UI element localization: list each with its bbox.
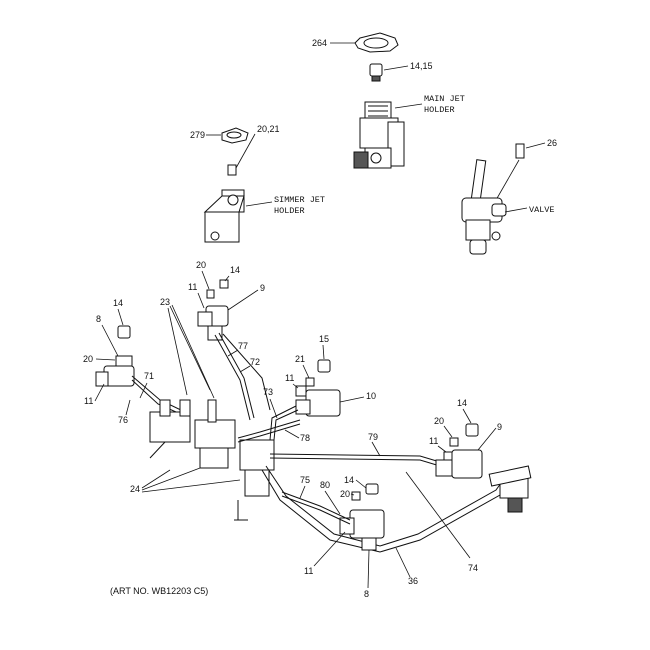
part-left-valve-assembly <box>95 325 135 387</box>
tube-36-main-line <box>261 465 532 553</box>
label-20-top: 20 <box>196 260 206 270</box>
part-valve <box>461 159 507 255</box>
label-279: 279 <box>190 130 205 140</box>
label-14-right: 14 <box>457 398 467 408</box>
art-number: (ART NO. WB12203 C5) <box>110 586 208 596</box>
label-simmer-1: SIMMER JET <box>274 195 325 205</box>
label-9-top: 9 <box>260 283 265 293</box>
part-20-21-screw <box>227 164 237 176</box>
part-264-nut <box>354 32 399 53</box>
label-71: 71 <box>144 371 154 381</box>
tube-79 <box>269 453 441 467</box>
label-20-right: 20 <box>434 416 444 426</box>
label-74: 74 <box>468 563 478 573</box>
label-26: 26 <box>547 138 557 148</box>
label-78: 78 <box>300 433 310 443</box>
label-72: 72 <box>250 357 260 367</box>
label-11-mid: 11 <box>285 373 294 383</box>
label-11-left: 11 <box>84 396 93 406</box>
part-14-15-screw <box>369 63 383 82</box>
part-simmer-jet-holder <box>203 189 245 243</box>
label-9-right: 9 <box>497 422 502 432</box>
label-11-right: 11 <box>429 436 438 446</box>
part-upper-valve-assembly <box>197 279 229 341</box>
label-264: 264 <box>312 38 327 48</box>
label-11-low: 11 <box>304 566 313 576</box>
label-8-left: 8 <box>96 314 101 324</box>
label-73: 73 <box>263 387 273 397</box>
label-20-left: 20 <box>83 354 93 364</box>
part-main-jet-holder <box>353 101 405 169</box>
part-middle-valve-assembly <box>295 359 341 417</box>
label-11-top: 11 <box>188 282 197 292</box>
label-80: 80 <box>320 480 330 490</box>
label-76: 76 <box>118 415 128 425</box>
part-279 <box>221 127 249 144</box>
part-right-valve-assembly <box>435 423 483 479</box>
label-valve: VALVE <box>529 205 555 215</box>
label-14-left: 14 <box>113 298 123 308</box>
label-main-jet-1: MAIN JET <box>424 94 465 104</box>
part-lower-valve-assembly <box>281 483 385 551</box>
label-36: 36 <box>408 576 418 586</box>
label-15-mid: 15 <box>319 334 329 344</box>
label-14-low: 14 <box>344 475 354 485</box>
label-20-low: 20 <box>340 489 350 499</box>
label-8-low: 8 <box>364 589 369 599</box>
label-24: 24 <box>130 484 140 494</box>
label-14-15: 14,15 <box>410 61 433 71</box>
label-75: 75 <box>300 475 310 485</box>
part-central-manifold <box>149 399 275 521</box>
label-77: 77 <box>238 341 248 351</box>
label-10-mid: 10 <box>366 391 376 401</box>
label-21-mid: 21 <box>295 354 305 364</box>
label-20-21: 20,21 <box>257 124 280 134</box>
part-26 <box>515 143 525 159</box>
label-main-jet-2: HOLDER <box>424 105 455 115</box>
label-23: 23 <box>160 297 170 307</box>
label-79: 79 <box>368 432 378 442</box>
label-simmer-2: HOLDER <box>274 206 305 216</box>
tubes-middle <box>237 405 301 443</box>
label-14-top: 14 <box>230 265 240 275</box>
